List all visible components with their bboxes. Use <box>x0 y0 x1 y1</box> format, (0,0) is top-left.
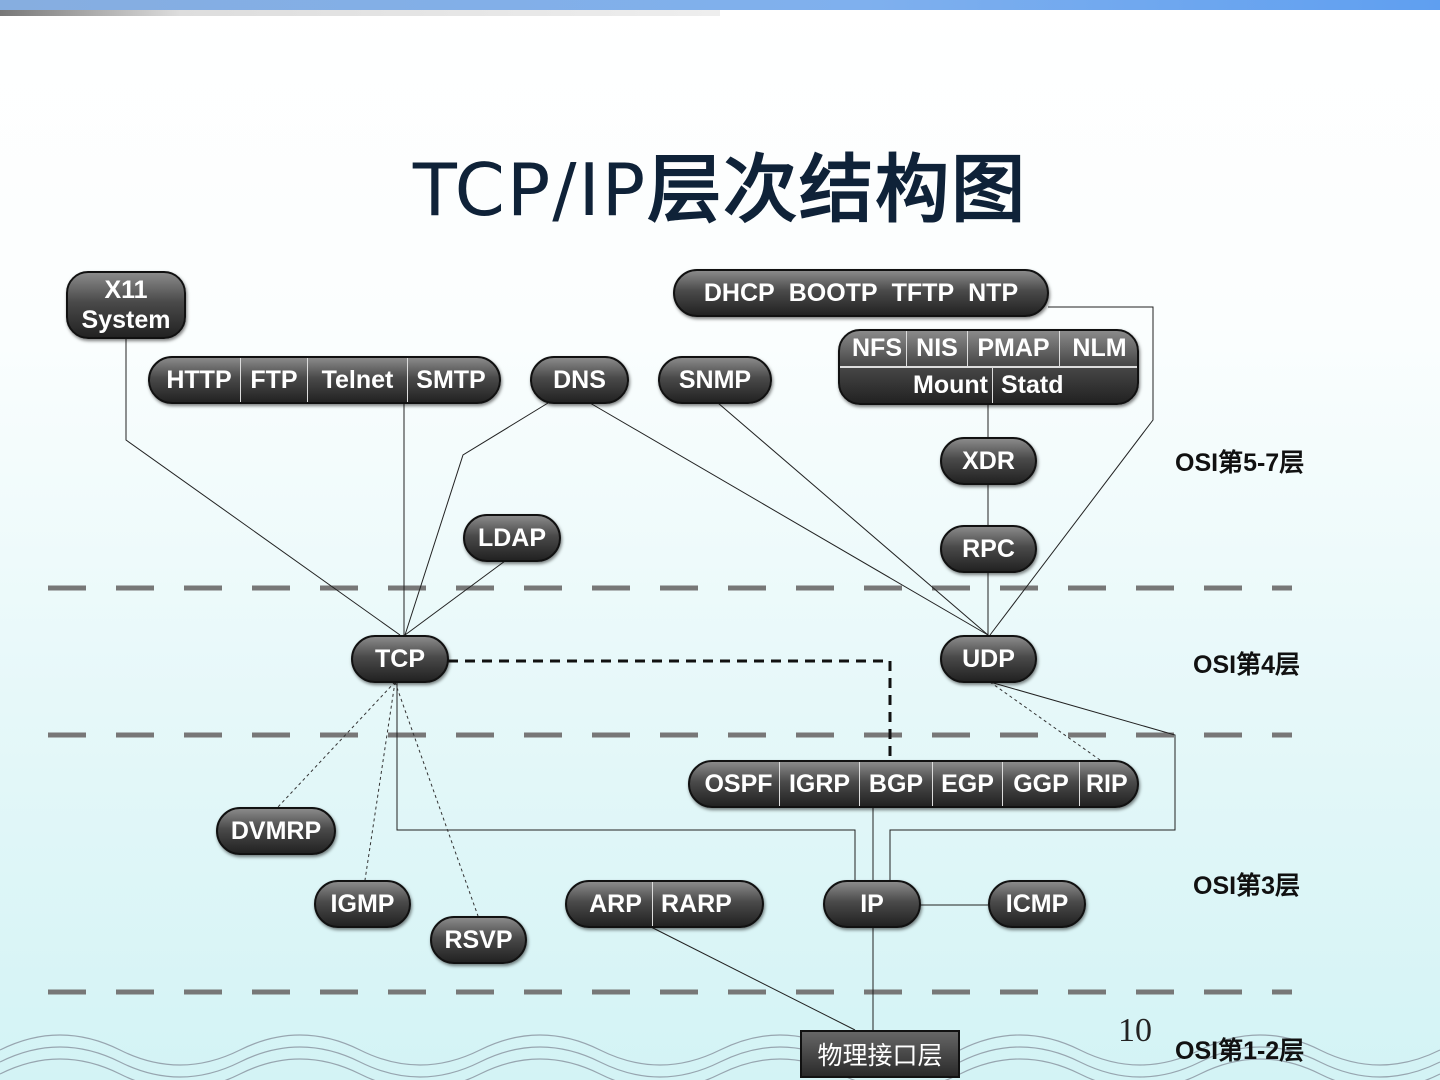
igmp-node: IGMP <box>314 880 411 928</box>
snmp-node: SNMP <box>658 356 772 404</box>
page-number: 10 <box>1118 1012 1152 1049</box>
osi-layer-4-label: OSI第4层 <box>1193 651 1300 679</box>
dvmrp-node: DVMRP <box>216 807 336 855</box>
nfs-group-node: NFS NIS PMAP NLM Mount Statd <box>838 329 1139 405</box>
node-label: NFS <box>840 331 907 366</box>
app-tcp-protocols-node: HTTP FTP Telnet SMTP <box>148 356 501 404</box>
title-latin: TCP/IP <box>412 148 648 232</box>
node-label: Statd <box>1001 371 1064 399</box>
node-label: RIP <box>1086 769 1128 798</box>
node-label: IGRP <box>780 762 860 806</box>
wave-decoration <box>0 1034 1440 1080</box>
node-label: TFTP <box>891 278 955 307</box>
node-label: DNS <box>553 365 606 394</box>
node-label: RARP <box>661 889 732 918</box>
node-label: UDP <box>962 644 1015 673</box>
xdr-node: XDR <box>940 437 1037 485</box>
icmp-node: ICMP <box>988 880 1086 928</box>
node-label: DVMRP <box>230 816 322 845</box>
node-label: System <box>81 306 171 334</box>
node-label: SMTP <box>416 365 486 394</box>
node-label: TCP <box>375 644 425 673</box>
routing-protocols-node: OSPF IGRP BGP EGP GGP RIP <box>688 760 1139 808</box>
node-label: ARP <box>567 882 653 926</box>
node-label: PMAP <box>968 331 1060 366</box>
node-label: XDR <box>962 446 1015 475</box>
node-label: HTTP <box>150 358 241 402</box>
osi-layer-1-2-label: OSI第1-2层 <box>1175 1037 1305 1065</box>
node-label: Telnet <box>308 358 408 402</box>
udp-node: UDP <box>940 635 1037 683</box>
layer-dividers <box>48 585 1292 995</box>
top-bar <box>0 0 1440 10</box>
osi-layer-3-label: OSI第3层 <box>1193 872 1300 900</box>
node-label: 物理接口层 <box>817 1042 943 1070</box>
node-label: DHCP <box>703 278 775 307</box>
node-label: X11 <box>104 276 148 304</box>
node-label: ICMP <box>1005 889 1069 918</box>
title-cjk: 层次结构图 <box>647 148 1028 231</box>
node-label: BGP <box>860 762 933 806</box>
rsvp-node: RSVP <box>430 916 527 964</box>
node-label: IGMP <box>330 889 395 918</box>
node-label: NIS <box>907 331 968 366</box>
node-label: FTP <box>241 358 308 402</box>
node-label: GGP <box>1003 762 1080 806</box>
node-label: EGP <box>933 762 1003 806</box>
node-label: NTP <box>968 278 1019 307</box>
node-label: LDAP <box>477 523 547 552</box>
physical-interface-layer-node: 物理接口层 <box>800 1030 960 1078</box>
node-label: RSVP <box>444 925 513 954</box>
dhcp-group-node: DHCP BOOTP TFTP NTP <box>673 269 1049 317</box>
node-label: OSPF <box>690 762 780 806</box>
osi-layer-5-7-label: OSI第5-7层 <box>1175 449 1305 477</box>
node-label: Mount <box>840 368 993 403</box>
tcp-node: TCP <box>351 635 449 683</box>
node-label: IP <box>860 889 884 918</box>
ldap-node: LDAP <box>463 514 561 562</box>
node-label: SNMP <box>678 365 752 394</box>
arp-rarp-node: ARP RARP <box>565 880 764 928</box>
top-shade <box>0 10 720 16</box>
rpc-node: RPC <box>940 525 1037 573</box>
ip-node: IP <box>823 880 921 928</box>
node-label: RPC <box>962 534 1015 563</box>
x11-system-node: X11 System <box>66 271 186 339</box>
node-label: BOOTP <box>788 278 878 307</box>
node-label: NLM <box>1072 334 1127 362</box>
dns-node: DNS <box>530 356 629 404</box>
slide-title: TCP/IP层次结构图 <box>0 130 1440 237</box>
